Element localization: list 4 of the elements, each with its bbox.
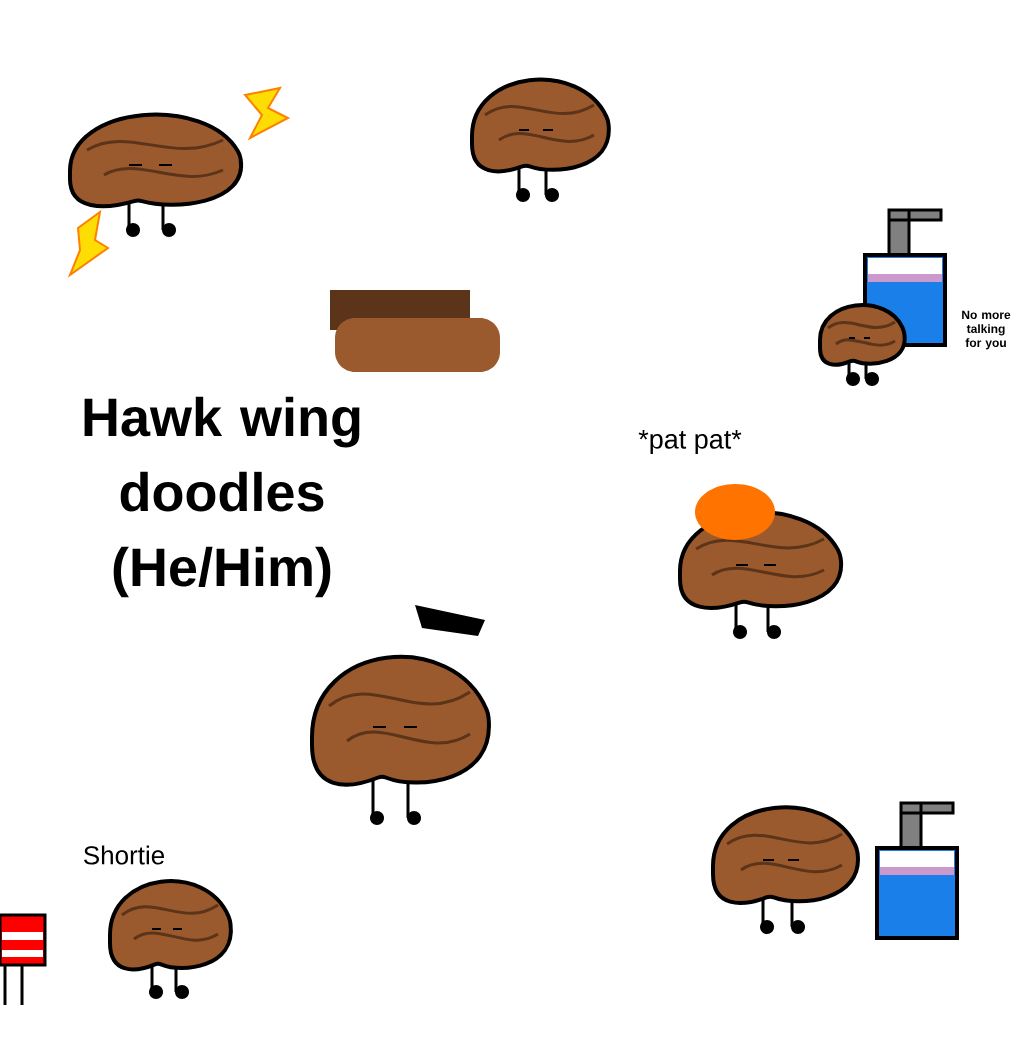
caption: *pat pat* [638,429,742,455]
speech-text: No more talking for you [962,310,1011,350]
name-label: Shortie [84,845,164,865]
title: Hawk wing doodles (He/Him) [84,396,360,598]
